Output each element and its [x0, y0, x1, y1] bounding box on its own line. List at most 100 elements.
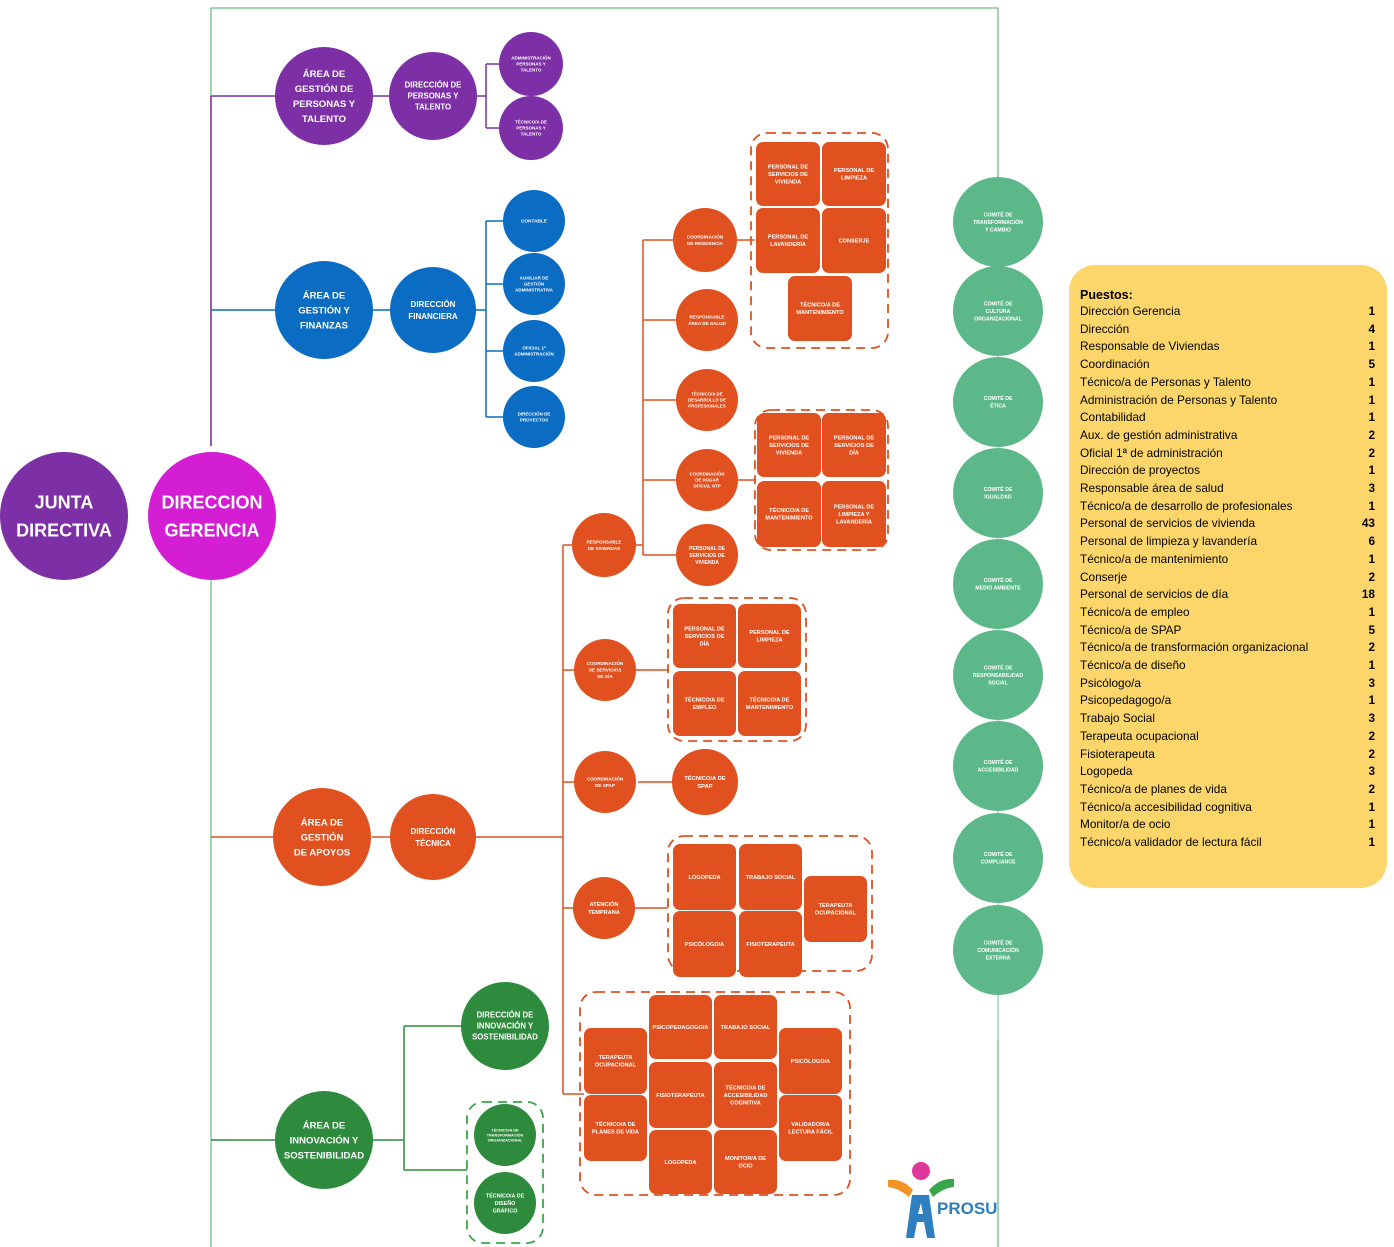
- legend-row-qty: 3: [1368, 711, 1375, 726]
- direccion-proyectos: [503, 386, 565, 448]
- legend-row-qty: 43: [1361, 516, 1375, 531]
- legend-row-qty: 3: [1368, 481, 1375, 496]
- legend-row-label: Psicopedagogo/a: [1080, 693, 1172, 708]
- administracion-personas: [499, 32, 563, 96]
- direccion-gerencia: [148, 452, 276, 580]
- legend-row-label: Logopeda: [1080, 764, 1133, 779]
- at-psicologo-box: [673, 911, 736, 977]
- legend-row-qty: 1: [1368, 658, 1375, 673]
- tecnico-desarrollo: [676, 369, 738, 431]
- personal-vivienda-box: [756, 142, 820, 206]
- legend-row-qty: 1: [1368, 463, 1375, 478]
- coordinacion-servicios-dia: [574, 639, 636, 701]
- comite-8: [953, 813, 1043, 903]
- legend-row-label: Técnico/a de SPAP: [1080, 622, 1182, 637]
- gen-psicopedagogo-box: [649, 995, 712, 1059]
- hogar-mantenimiento-box: [757, 481, 821, 547]
- legend-row-label: Responsable de Viviendas: [1080, 339, 1220, 354]
- legend-row-qty: 1: [1368, 604, 1375, 619]
- legend-row-label: Técnico/a de empleo: [1080, 604, 1190, 619]
- legend-row-qty: 2: [1368, 746, 1375, 761]
- comite-5: [953, 539, 1043, 629]
- junta-directiva: [0, 452, 128, 580]
- legend-row-label: Psicólogo/a: [1080, 675, 1141, 690]
- connector: [643, 239, 676, 556]
- logo-arm-left-icon: [888, 1179, 913, 1197]
- at-terapeuta-box: [804, 876, 867, 942]
- direccion-personas: [389, 52, 477, 140]
- personal-limpieza-box: [822, 142, 886, 206]
- legend-row-label: Terapeuta ocupacional: [1080, 728, 1199, 743]
- legend-row-label: Técnico/a de mantenimiento: [1080, 551, 1229, 566]
- connector: [475, 220, 503, 418]
- gen-monitor-box: [714, 1130, 777, 1194]
- logo-text: PROSU: [937, 1199, 997, 1218]
- contable: [503, 190, 565, 252]
- apoyos-general-group: [579, 991, 851, 1196]
- gen-psicopedagogo-box-label: PSICOPEDAGOGO/A: [653, 1025, 709, 1031]
- tecnico-mantenimiento-box: [788, 276, 852, 341]
- residencia-group: [750, 132, 889, 349]
- logo-arm-right-icon: [929, 1178, 954, 1197]
- logo-body-icon: [906, 1195, 935, 1238]
- legend-row-qty: 2: [1368, 640, 1375, 655]
- servicios-dia-group: [667, 597, 807, 742]
- comite-3: [953, 357, 1043, 447]
- comite-9: [953, 905, 1043, 995]
- tecnico-spap: [672, 749, 738, 815]
- comite-1: [953, 177, 1043, 267]
- at-fisioterapeuta-box: [739, 911, 802, 977]
- legend-row: Técnico/a de empleo 1: [1080, 604, 1375, 622]
- tecnico-transformacion: [474, 1104, 536, 1166]
- at-logopeda-box-label: LOGOPEDA: [688, 875, 720, 881]
- coordinacion-hogar: [676, 449, 738, 511]
- legend-row-label: Técnico/a de diseño: [1080, 658, 1186, 673]
- gen-accesibilidad-box: [714, 1062, 777, 1128]
- gen-trabajo-social-box: [714, 995, 777, 1059]
- legend-row-label: Dirección Gerencia: [1080, 304, 1181, 318]
- legend-row-qty: 1: [1368, 835, 1375, 850]
- comite-2: [953, 266, 1043, 356]
- contable-label: CONTABLE: [521, 219, 548, 225]
- legend-row-label: Técnico/a de Personas y Talento: [1080, 374, 1251, 389]
- gen-psicologo-box: [779, 1028, 842, 1094]
